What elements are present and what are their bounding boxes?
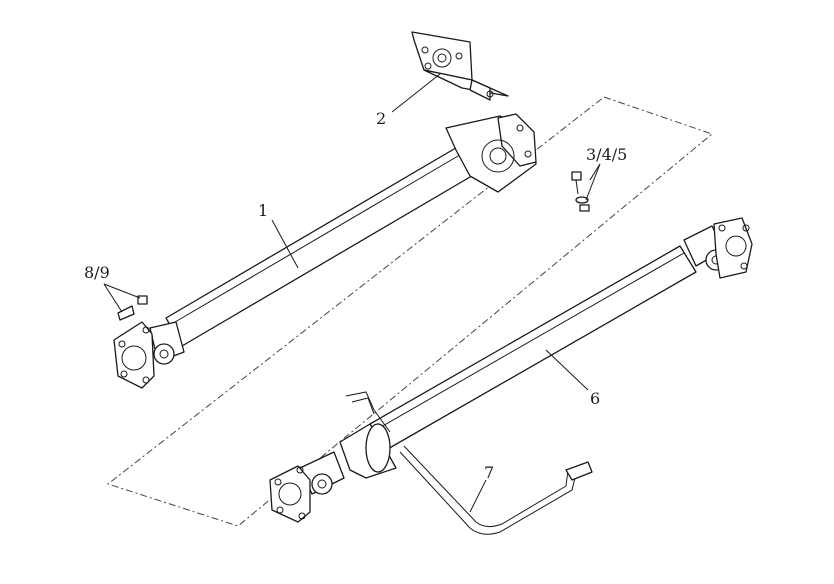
leader-3-4-5 — [589, 163, 601, 181]
leader-6 — [545, 349, 589, 391]
front-propeller-shaft — [113, 113, 537, 389]
label-part-3-4-5: 3/4/5 — [586, 145, 627, 164]
leader-1 — [271, 219, 299, 269]
label-part-8-9: 8/9 — [84, 263, 110, 282]
leader-2 — [391, 73, 441, 113]
label-part-6: 6 — [590, 389, 600, 408]
mounting-bracket — [411, 31, 509, 101]
leader-8-9b — [103, 283, 141, 299]
fasteners-front-end — [117, 295, 148, 321]
leader-8-9 — [103, 283, 123, 313]
fasteners-center — [571, 171, 590, 212]
leader-3-4-5b — [585, 163, 601, 201]
label-part-7: 7 — [484, 463, 494, 482]
support-arm — [345, 391, 593, 535]
assembly-outline — [106, 96, 714, 527]
rear-propeller-shaft — [269, 217, 753, 523]
label-part-2: 2 — [376, 109, 386, 128]
leader-7 — [469, 479, 487, 513]
label-part-1: 1 — [258, 201, 268, 220]
